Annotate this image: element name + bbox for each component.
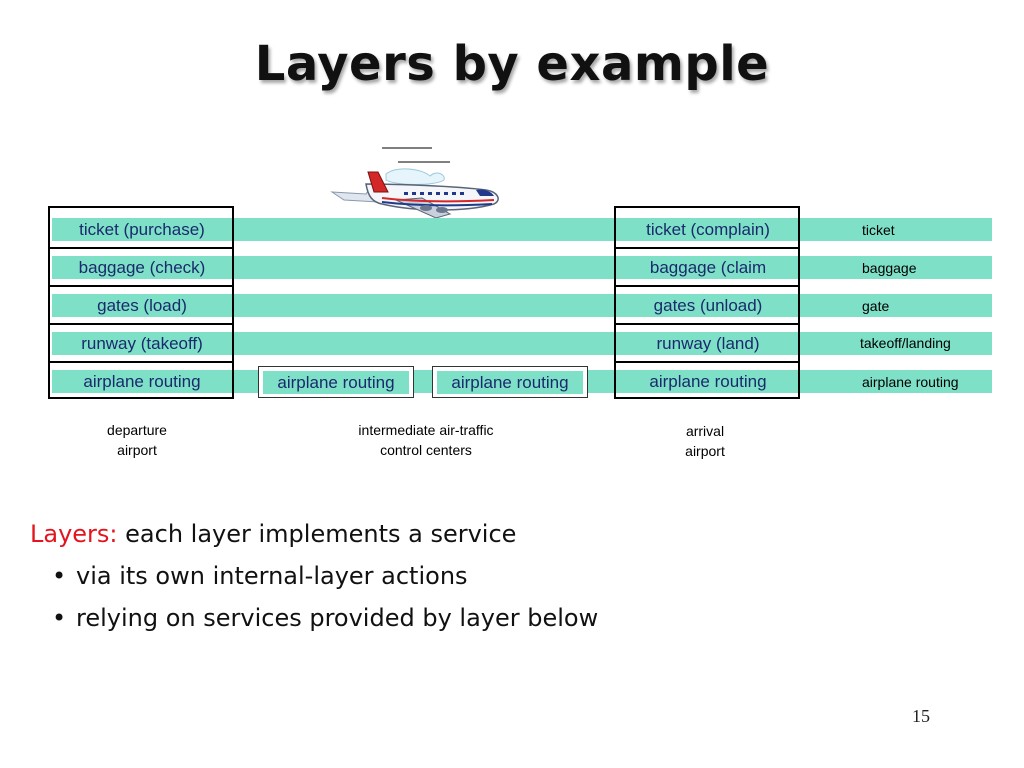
arrival-layer-baggage: baggage (claim — [618, 256, 798, 279]
layer-name-takeoff-landing: takeoff/landing — [860, 335, 951, 351]
arrival-divider — [614, 323, 800, 325]
caption-line: airport — [117, 442, 157, 458]
layer-name-airplane-routing: airplane routing — [862, 374, 959, 390]
arrival-caption: arrival airport — [630, 421, 780, 461]
departure-layer-baggage: baggage (check) — [52, 256, 232, 279]
slide-title: Layers by example — [254, 36, 770, 92]
layer-name-baggage: baggage — [862, 260, 917, 276]
arrival-divider — [614, 247, 800, 249]
intermediate-box-2: airplane routing — [432, 366, 588, 398]
intermediate-caption: intermediate air-traffic control centers — [326, 420, 526, 460]
caption-line: departure — [107, 422, 167, 438]
departure-divider — [48, 323, 234, 325]
arrival-airport-stack — [614, 206, 800, 399]
airplane-icon — [330, 147, 499, 219]
intermediate-routing-label: airplane routing — [437, 371, 583, 394]
arrival-divider — [614, 285, 800, 287]
page-number: 15 — [912, 706, 930, 726]
bullet-lead-line: Layers: each layer implements a service — [30, 520, 598, 548]
layer-name-gate: gate — [862, 298, 890, 314]
departure-layer-ticket: ticket (purchase) — [52, 218, 232, 241]
departure-layer-routing: airplane routing — [52, 370, 232, 393]
caption-line: arrival — [685, 423, 725, 439]
bullet-lead-keyword: Layers: — [30, 520, 118, 548]
departure-caption: departure airport — [62, 420, 212, 460]
departure-layer-gates: gates (load) — [52, 294, 232, 317]
intermediate-box-1: airplane routing — [258, 366, 414, 398]
departure-divider — [48, 361, 234, 363]
departure-divider — [48, 285, 234, 287]
bullet-item: relying on services provided by layer be… — [52, 604, 598, 632]
arrival-layer-ticket: ticket (complain) — [618, 218, 798, 241]
bullet-lead-text: each layer implements a service — [117, 520, 517, 548]
bullet-list: Layers: each layer implements a service … — [30, 520, 598, 646]
caption-line: intermediate air-traffic — [358, 422, 494, 438]
arrival-layer-routing: airplane routing — [618, 370, 798, 393]
intermediate-routing-label: airplane routing — [263, 371, 409, 394]
departure-divider — [48, 247, 234, 249]
arrival-divider — [614, 361, 800, 363]
departure-layer-runway: runway (takeoff) — [52, 332, 232, 355]
departure-airport-stack — [48, 206, 234, 399]
arrival-layer-runway: runway (land) — [618, 332, 798, 355]
caption-line: control centers — [380, 442, 472, 458]
bullet-item: via its own internal-layer actions — [52, 562, 598, 590]
caption-line: airport — [685, 443, 725, 459]
arrival-layer-gates: gates (unload) — [618, 294, 798, 317]
layer-name-ticket: ticket — [862, 222, 895, 238]
